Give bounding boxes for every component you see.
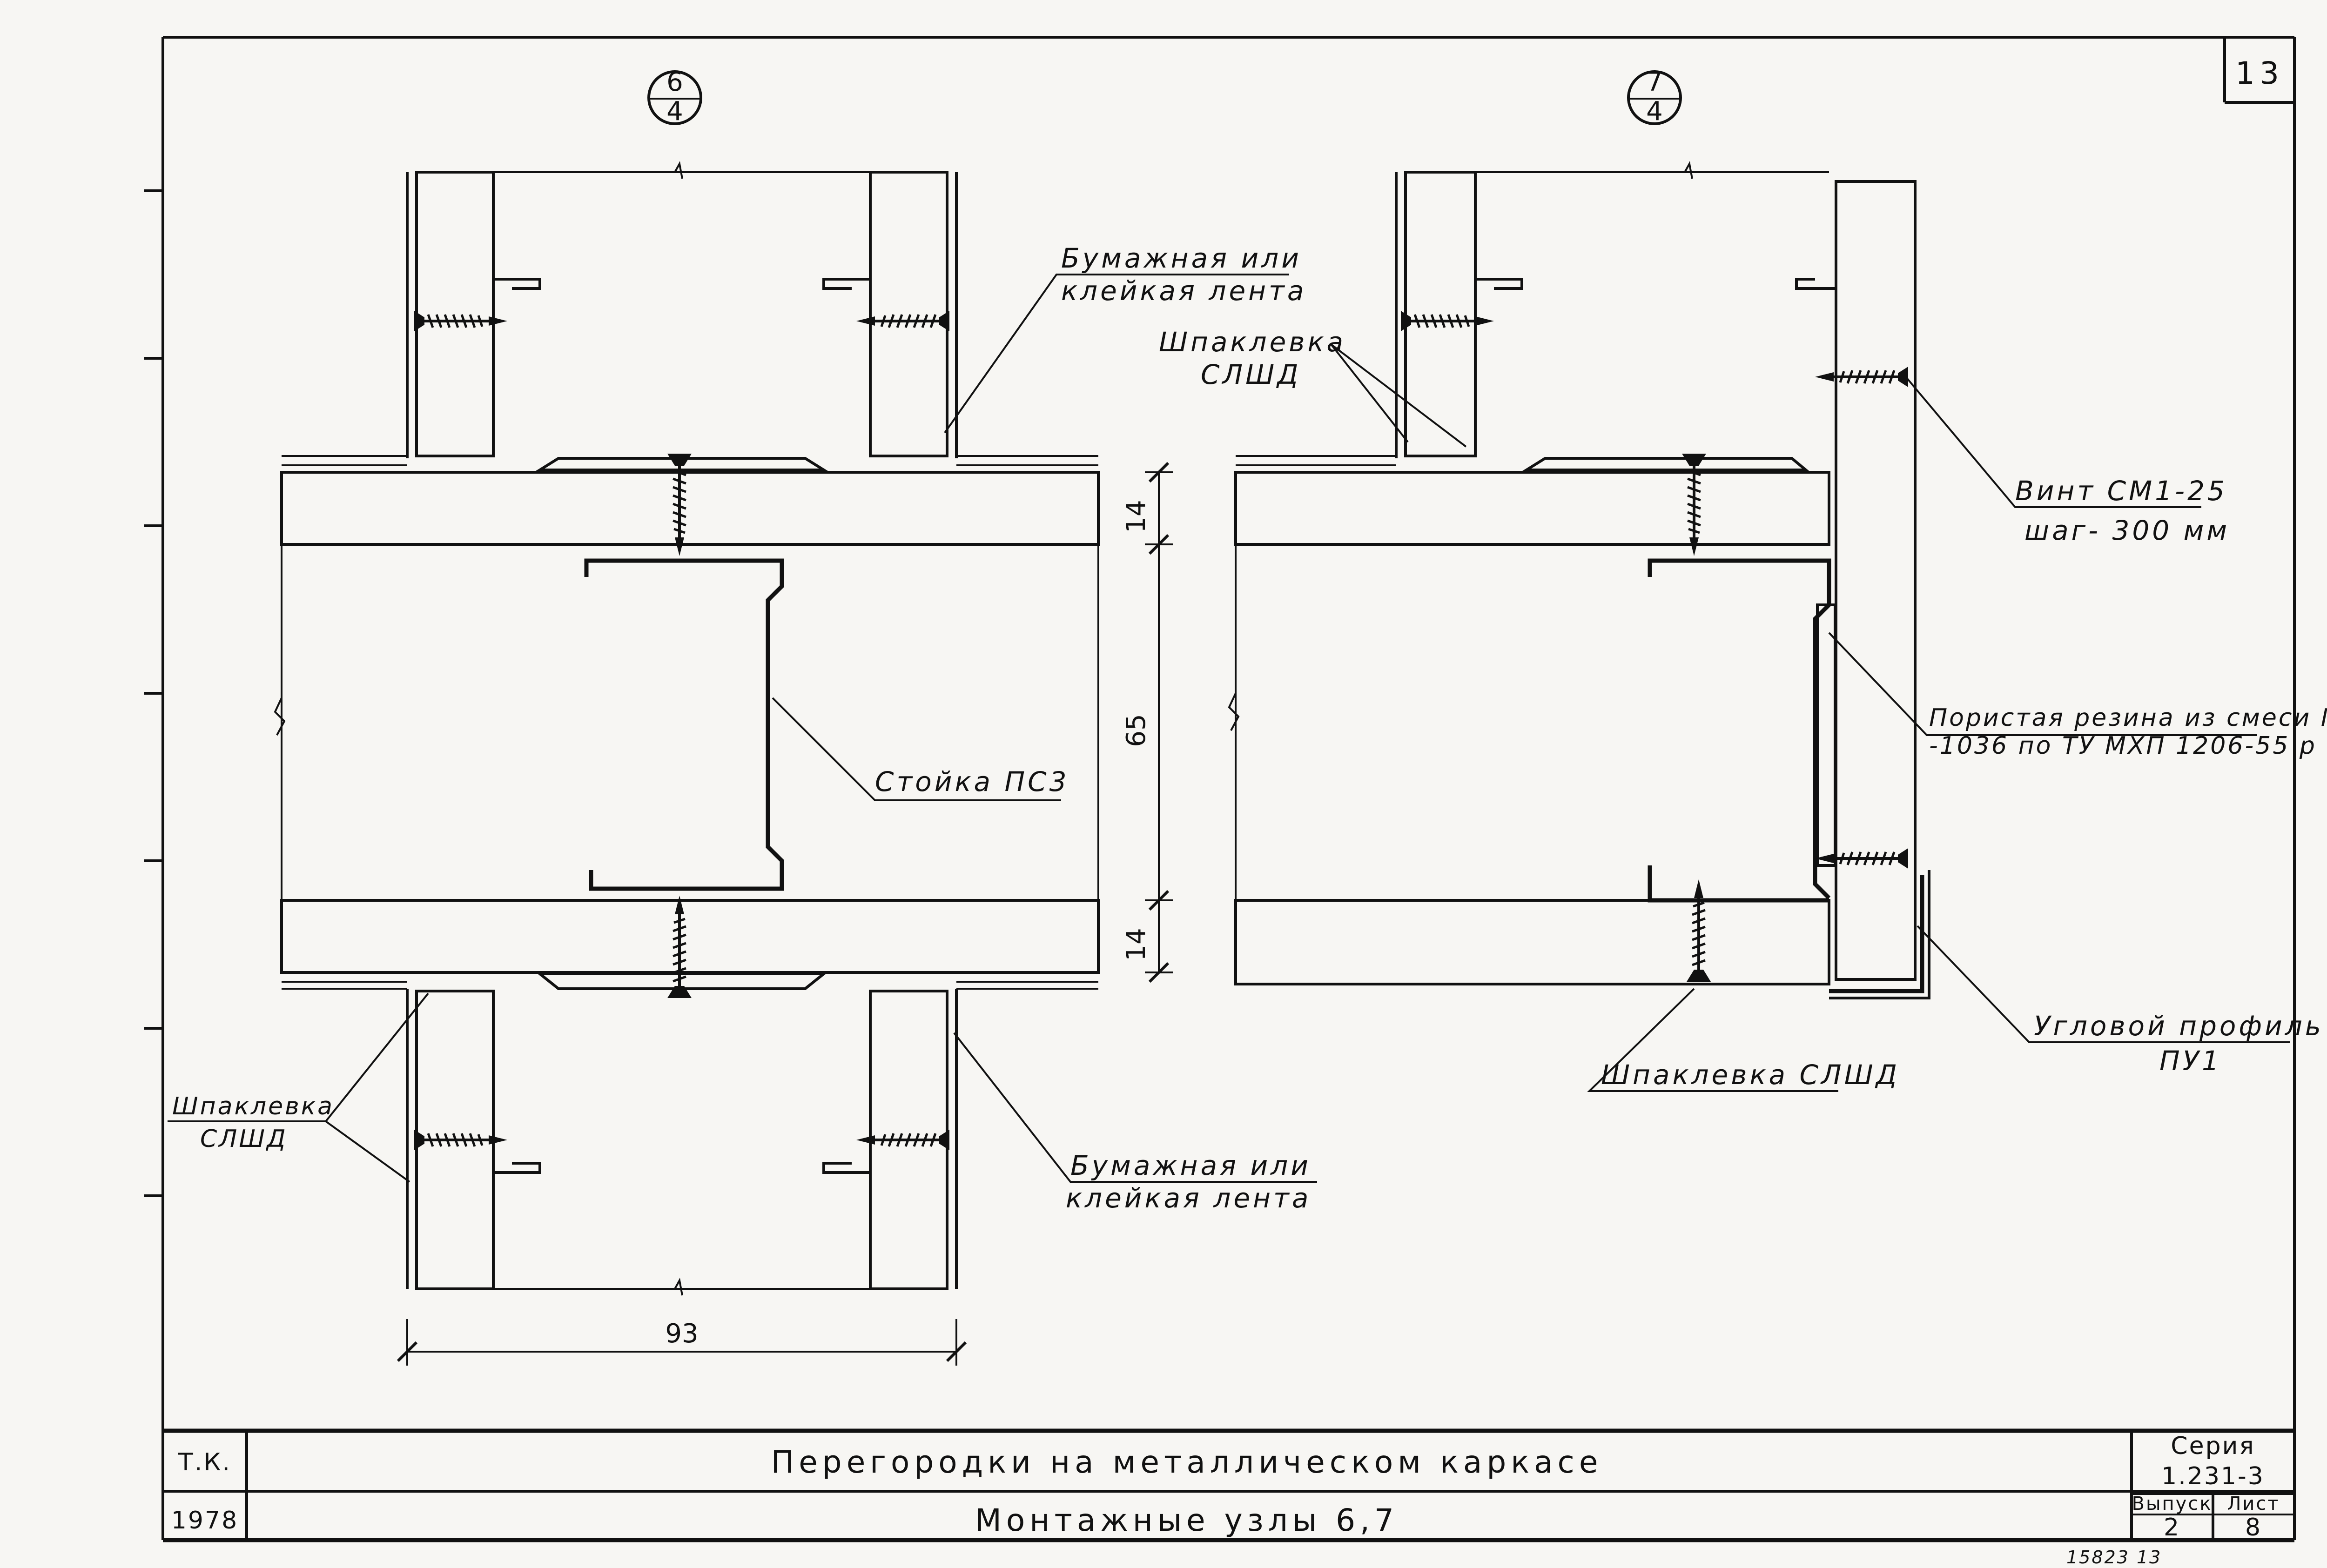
node-mark-top: 6: [666, 67, 683, 97]
stud-profile: [584, 558, 784, 891]
joint-tape-bottom: [536, 972, 828, 990]
joint-tape-top: [535, 457, 829, 471]
dim-bottom-layer: 14: [1121, 928, 1151, 961]
label-putty-right-top-2: СЛШД: [1201, 359, 1301, 390]
sheet-title: Перегородки на металлическом каркасе: [771, 1444, 1603, 1480]
screw-icon: [1815, 367, 1908, 387]
label-rubber-1: Пористая резина из смеси МРП: [1929, 704, 2327, 732]
sheet-frame: [144, 36, 2296, 1542]
panel-bottom-right: [1234, 899, 1830, 985]
board-right-top: [1404, 171, 1477, 457]
label-corner-profile-2: ПУ1: [2159, 1045, 2222, 1077]
label-putty-right-bottom: Шпаклевка СЛШД: [1601, 1059, 1900, 1091]
sheet-value: 8: [2245, 1514, 2262, 1541]
footer-note: 15823 13: [2066, 1547, 2162, 1568]
label-paper-tape-top-1: Бумажная или: [1061, 242, 1302, 274]
label-paper-tape-bottom-2: клейкая лента: [1066, 1182, 1311, 1214]
panel-bottom: [280, 899, 1100, 974]
label-paper-tape-bottom-1: Бумажная или: [1070, 1150, 1311, 1181]
sheet-number: 13: [2235, 55, 2284, 91]
screw-icon: [1401, 311, 1494, 331]
series-label: Серия: [2171, 1432, 2255, 1460]
developer: Т.К.: [178, 1448, 231, 1476]
node-mark-top: 7: [1646, 67, 1663, 97]
node-7-drawing: 7 4 Шпаклевка С: [1159, 67, 2327, 1092]
label-paper-tape-top-2: клейкая лента: [1061, 275, 1306, 307]
dim-top-layer: 14: [1121, 500, 1151, 533]
joint-tape-top-right: [1521, 457, 1810, 471]
panel-top-right: [1234, 471, 1830, 546]
screw-icon: [667, 896, 692, 998]
screw-icon: [1687, 879, 1711, 982]
label-putty-left-1: Шпаклевка: [172, 1092, 334, 1120]
dim-width: 93: [665, 1319, 698, 1349]
label-screw-1: Винт СМ1-25: [2015, 475, 2227, 507]
issue-label: Выпуск: [2132, 1493, 2213, 1514]
panel-top: [280, 471, 1100, 546]
year: 1978: [171, 1507, 238, 1534]
node-mark-bottom: 4: [666, 96, 683, 127]
label-putty-right-top-1: Шпаклевка: [1159, 326, 1346, 358]
label-screw-2: шаг- 300 мм: [2024, 515, 2230, 546]
issue-value: 2: [2164, 1514, 2180, 1541]
label-stud: Стойка ПС3: [875, 766, 1069, 797]
stud-profile-right: [1648, 558, 1831, 900]
rubber-hatch: [1816, 603, 1836, 867]
node-6-drawing: 6 4: [168, 67, 1317, 1366]
dim-middle: 65: [1121, 714, 1151, 747]
corner-profile: [1829, 875, 1924, 993]
title-block: Т.К. 1978 Перегородки на металлическом к…: [163, 1428, 2294, 1541]
node-mark-bottom: 4: [1646, 96, 1663, 127]
label-putty-left-2: СЛШД: [200, 1125, 288, 1153]
label-corner-profile-1: Угловой профиль: [2034, 1010, 2324, 1042]
board-left-top-b: [869, 171, 948, 457]
sheet-label: Лист: [2227, 1493, 2280, 1514]
label-rubber-2: -1036 по ТУ МХП 1206-55 р: [1929, 732, 2317, 760]
series-value: 1.231-3: [2161, 1462, 2265, 1490]
wall-corner: [1835, 180, 1917, 981]
board-left-top-a: [415, 171, 495, 457]
sheet-subtitle: Монтажные узлы 6,7: [975, 1502, 1399, 1538]
